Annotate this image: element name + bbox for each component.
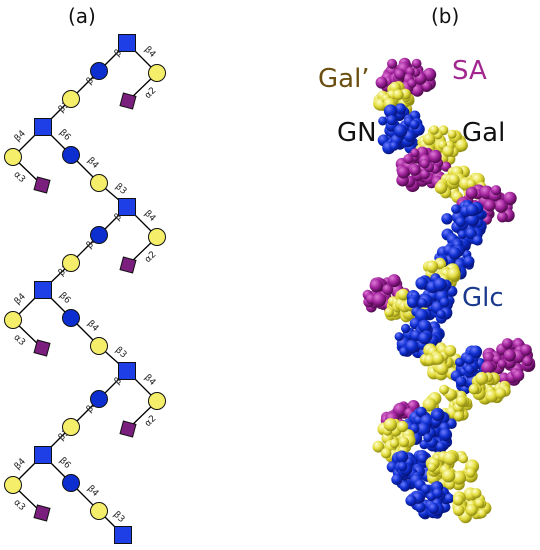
linkage-label: β4 — [85, 484, 100, 499]
gal-residue — [422, 257, 461, 296]
sa-residue — [395, 146, 452, 193]
sialic-acid-diamond — [33, 339, 51, 357]
galactose-circle — [62, 90, 80, 108]
galactose-circle — [148, 392, 166, 410]
panel-b-label: (b) — [431, 4, 460, 28]
galactose-circle — [4, 311, 22, 329]
linkage-label: β4 — [85, 319, 100, 334]
gal-residue — [372, 418, 416, 463]
galactose-circle — [4, 476, 22, 494]
glucose-circle — [62, 309, 80, 327]
galactose-circle — [90, 502, 108, 520]
glc-residue — [406, 273, 458, 324]
glucose-circle — [62, 474, 80, 492]
linkage-label: α2 — [143, 250, 158, 265]
label-sa: SA — [452, 56, 487, 86]
galactose-circle — [62, 254, 80, 272]
sa-residue — [456, 184, 517, 225]
label-gal-prime: Gal’ — [318, 64, 370, 94]
linkage-label: β4 — [142, 209, 157, 224]
galactose-circle — [4, 148, 22, 166]
glcnac-square — [114, 526, 132, 544]
sa-residue — [375, 57, 437, 101]
glucose-circle — [62, 146, 80, 164]
sa-residue — [362, 274, 413, 315]
glc-residue — [394, 317, 445, 361]
glucose-circle — [90, 390, 108, 408]
panel-a-label: (a) — [68, 4, 96, 28]
gal-residue — [422, 384, 473, 424]
linkage-label: β6 — [57, 291, 72, 306]
gal-residue — [452, 487, 492, 524]
glc-residue — [441, 199, 487, 252]
label-gn: GN — [337, 118, 377, 148]
linkage-label: α3 — [11, 333, 26, 348]
gal-residue — [425, 449, 480, 491]
glucose-circle — [90, 226, 108, 244]
linkage-label: β4 — [13, 292, 28, 307]
glc-residue — [402, 406, 457, 455]
gal-residue — [419, 342, 468, 381]
sialic-acid-diamond — [119, 420, 137, 438]
sialic-acid-diamond — [33, 176, 51, 194]
glcnac-square — [118, 34, 136, 52]
sialic-acid-diamond — [119, 256, 137, 274]
glucose-circle — [90, 62, 108, 80]
linkage-label: α2 — [143, 86, 158, 101]
glc-residue — [386, 450, 434, 492]
linkage-label: β6 — [57, 456, 72, 471]
linkage-label: β6 — [57, 128, 72, 143]
sa-residue — [380, 400, 434, 442]
linkage-label: α3 — [11, 170, 26, 185]
galactose-circle — [90, 174, 108, 192]
gal-residue — [415, 125, 468, 167]
linkage-label: α3 — [11, 498, 26, 513]
sialic-acid-diamond — [119, 92, 137, 110]
glc-residue — [434, 238, 475, 280]
glcnac-square — [118, 362, 136, 380]
label-glc: Glc — [462, 283, 504, 313]
galactose-circle — [148, 64, 166, 82]
linkage-label: β4 — [85, 156, 100, 171]
sialic-acid-diamond — [33, 504, 51, 522]
sa-residue — [481, 337, 536, 386]
glc-residue — [450, 345, 494, 395]
linkage-label: β3 — [113, 345, 128, 360]
glcnac-square — [34, 281, 52, 299]
galactose-circle — [148, 228, 166, 246]
glc-residue — [405, 481, 455, 520]
glcnac-square — [34, 446, 52, 464]
glcnac-square — [118, 198, 136, 216]
glcnac-square — [34, 118, 52, 136]
gal-residue — [468, 371, 511, 405]
galactose-circle — [90, 337, 108, 355]
linkage-label: β4 — [13, 457, 28, 472]
gal-residue — [384, 288, 434, 323]
linkage-label: β4 — [142, 45, 157, 60]
gn-residue — [377, 103, 425, 155]
linkage-label: α2 — [143, 414, 158, 429]
galactose-circle — [62, 418, 80, 436]
gal-residue — [434, 165, 487, 203]
linkage-label: β3 — [113, 182, 128, 197]
linkage-label: β3 — [111, 510, 126, 525]
linkage-label: β4 — [13, 129, 28, 144]
label-gal: Gal — [462, 118, 506, 148]
linkage-label: β4 — [142, 373, 157, 388]
gal-prime-residue — [373, 81, 415, 118]
glycan-schematic: β6β4β3β6β4β3β6β4β3β6β4β3β6β4β3β6β4β3β4α2… — [4, 34, 166, 544]
